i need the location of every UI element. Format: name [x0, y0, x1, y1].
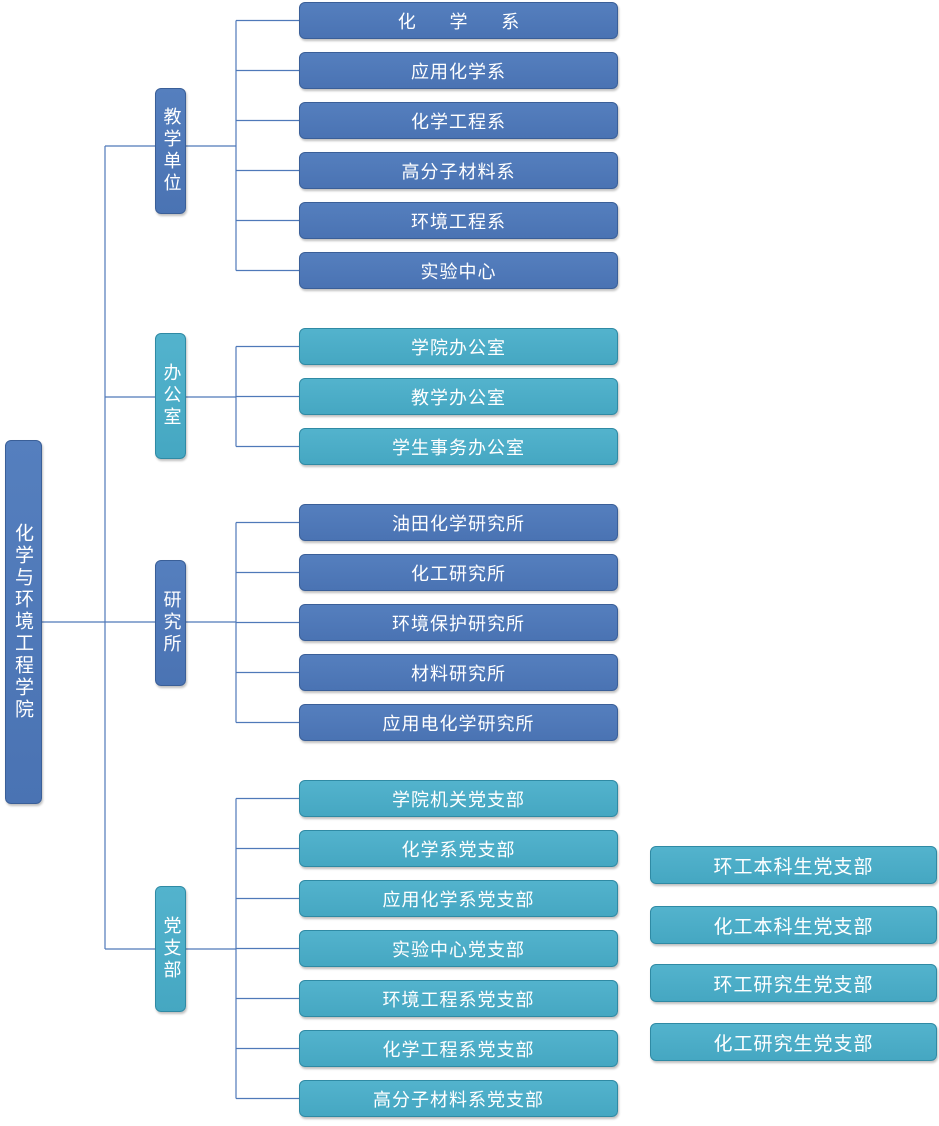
leaf-node: 学院办公室: [299, 328, 618, 365]
leaf-node: 材料研究所: [299, 654, 618, 691]
student-branch-node: 环工本科生党支部: [650, 846, 937, 884]
group-label: 教学单位: [160, 107, 182, 195]
student-branch-node: 环工研究生党支部: [650, 964, 937, 1002]
leaf-node: 实验中心: [299, 252, 618, 289]
leaf-node: 应用化学系: [299, 52, 618, 89]
student-branch-node: 化工研究生党支部: [650, 1023, 937, 1061]
leaf-node: 环境保护研究所: [299, 604, 618, 641]
leaf-node: 油田化学研究所: [299, 504, 618, 541]
leaf-node: 环境工程系: [299, 202, 618, 239]
leaf-node: 应用电化学研究所: [299, 704, 618, 741]
leaf-node: 高分子材料系: [299, 152, 618, 189]
leaf-node: 高分子材料系党支部: [299, 1080, 618, 1117]
group-label: 党支部: [160, 916, 182, 982]
root-label: 化学与环境工程学院: [12, 523, 34, 721]
leaf-node: 应用化学系党支部: [299, 880, 618, 917]
leaf-node: 化学工程系党支部: [299, 1030, 618, 1067]
group-label: 研究所: [160, 590, 182, 656]
leaf-node: 学生事务办公室: [299, 428, 618, 465]
leaf-node: 化学系党支部: [299, 830, 618, 867]
leaf-node: 实验中心党支部: [299, 930, 618, 967]
group-party-branches: 党支部: [155, 886, 186, 1012]
group-offices: 办公室: [155, 333, 186, 459]
leaf-node: 化学工程系: [299, 102, 618, 139]
leaf-node: 化工研究所: [299, 554, 618, 591]
group-label: 办公室: [160, 363, 182, 429]
leaf-node: 化 学 系: [299, 2, 618, 39]
leaf-node: 环境工程系党支部: [299, 980, 618, 1017]
group-institutes: 研究所: [155, 560, 186, 686]
group-teaching-units: 教学单位: [155, 88, 186, 214]
student-branch-node: 化工本科生党支部: [650, 906, 937, 944]
leaf-node: 教学办公室: [299, 378, 618, 415]
root-node: 化学与环境工程学院: [5, 440, 42, 804]
leaf-node: 学院机关党支部: [299, 780, 618, 817]
